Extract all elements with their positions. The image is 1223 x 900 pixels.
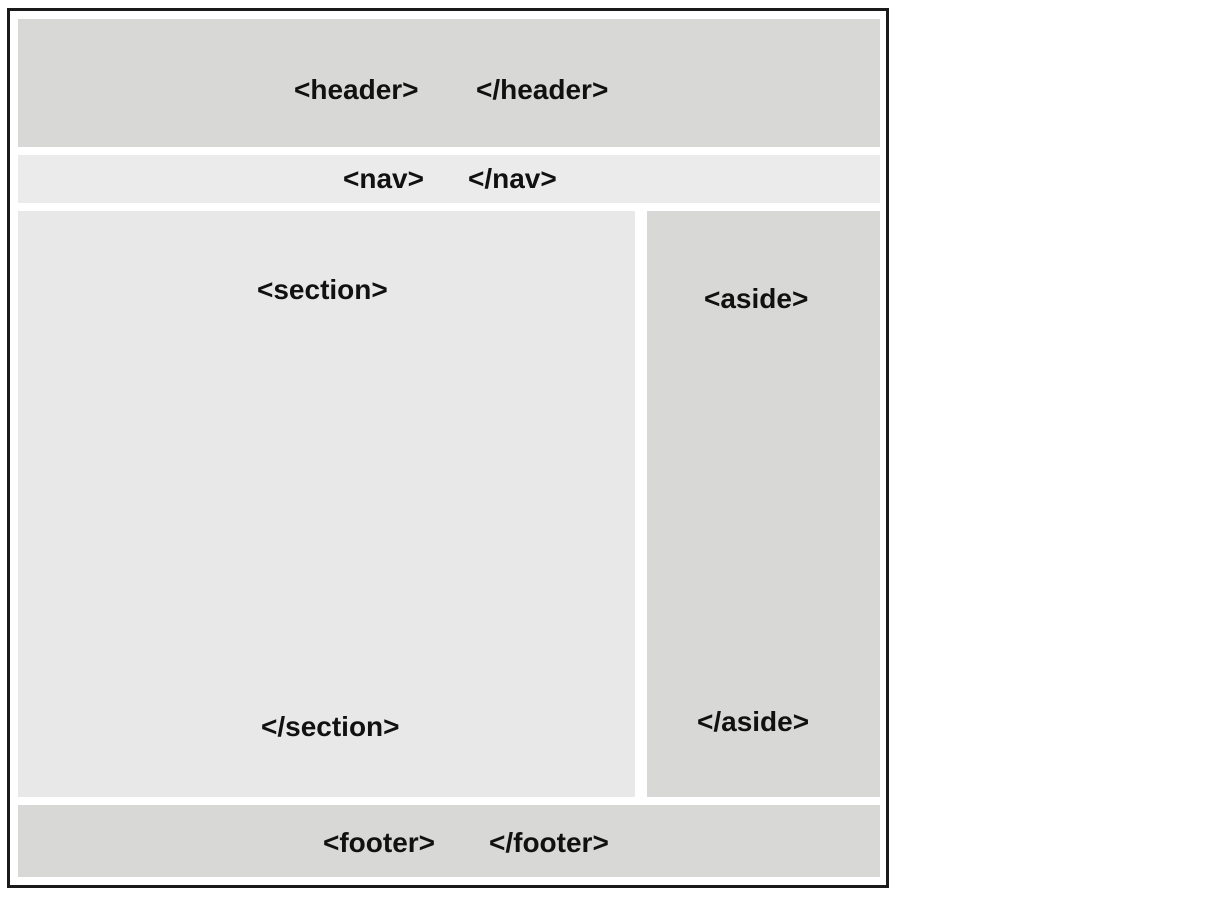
aside-block: <aside> </aside> [647,211,880,797]
footer-block: <footer> </footer> [18,805,880,877]
section-close-tag: </section> [261,711,400,742]
header-block: <header> </header> [18,19,880,147]
footer-open-tag: <footer> [323,827,436,858]
page-layout-diagram: <header> </header> <nav> </nav> <section… [7,8,889,888]
header-open-tag: <header> [294,74,419,105]
aside-open-tag: <aside> [704,283,809,314]
header-close-tag: </header> [476,74,609,105]
nav-close-tag: </nav> [468,163,557,194]
footer-close-tag: </footer> [489,827,609,858]
section-open-tag: <section> [257,274,388,305]
nav-block: <nav> </nav> [18,155,880,203]
nav-open-tag: <nav> [343,163,424,194]
section-block: <section> </section> [18,211,635,797]
aside-close-tag: </aside> [697,706,810,737]
